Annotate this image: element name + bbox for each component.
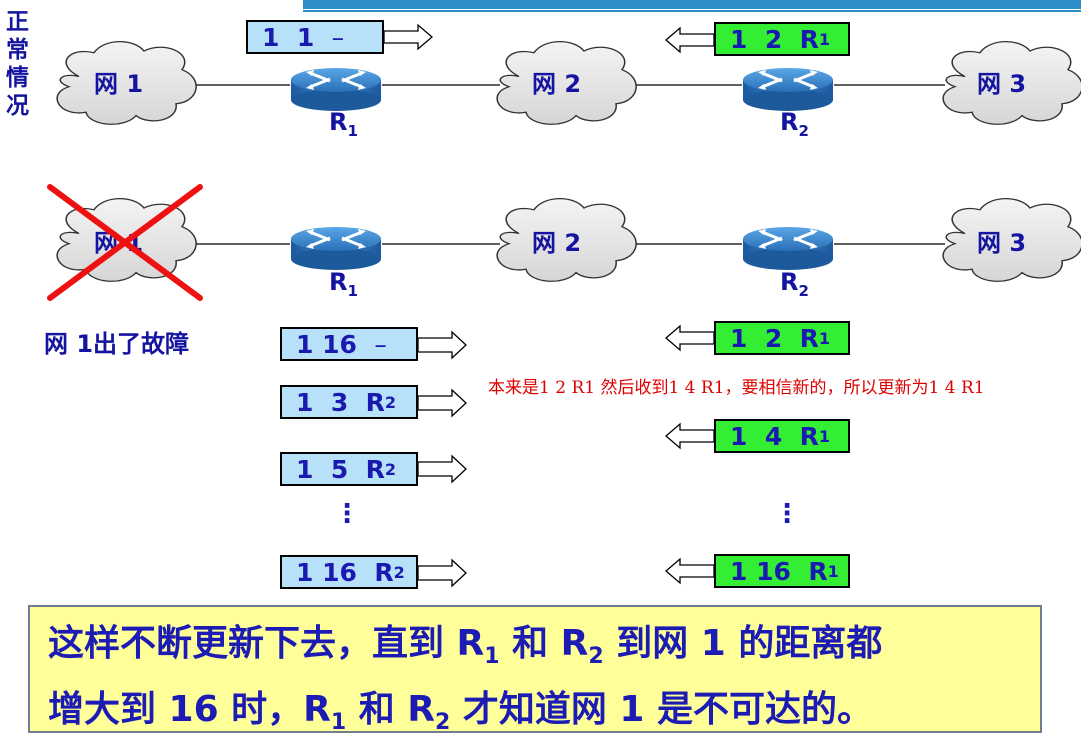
annotation-note: 本来是1 2 R1 然后收到1 4 R1，要相信新的，所以更新为1 4 R1 xyxy=(488,378,985,398)
r2-label-top: R2 xyxy=(780,108,809,140)
route-distance: 2 xyxy=(764,24,783,54)
side-label-normal: 正 常 情 况 xyxy=(6,8,30,120)
arrow-left-icon xyxy=(665,422,715,450)
route-dest: 1 xyxy=(730,421,748,451)
top-accent-bar xyxy=(303,0,1081,9)
route-next-hop-sub: 2 xyxy=(393,562,405,582)
r2-label-bottom: R2 xyxy=(780,268,809,300)
side-label-char: 况 xyxy=(6,93,29,119)
route-distance: 5 xyxy=(330,454,349,484)
arrow-left-icon xyxy=(665,557,715,585)
r1-normal-route-box: 1 1 – xyxy=(246,20,384,54)
route-next-hop: R xyxy=(365,454,385,484)
conclusion-line-1: 这样不断更新下去，直到 R1 和 R2 到网 1 的距离都 xyxy=(48,623,883,669)
route-next-hop-sub: 2 xyxy=(384,392,397,412)
side-label-char: 情 xyxy=(6,65,29,91)
router-r2-top xyxy=(741,66,835,113)
arrow-left-icon xyxy=(665,26,715,54)
route-next-hop: R xyxy=(799,323,819,353)
route-distance: 4 xyxy=(764,421,783,451)
router-r1-top xyxy=(289,66,383,113)
top-accent-line xyxy=(303,10,1081,12)
route-next-hop: – xyxy=(374,329,387,359)
conclusion-line-2: 增大到 16 时，R1 和 R2 才知道网 1 是不可达的。 xyxy=(48,689,873,735)
arrow-left-icon xyxy=(665,324,715,352)
route-next-hop-sub: 1 xyxy=(818,426,831,446)
route-dest: 1 xyxy=(262,22,280,52)
router-r1-bottom xyxy=(289,225,383,272)
r1-update-box: 1 16 – xyxy=(280,327,418,361)
net3-label-bottom: 网 3 xyxy=(977,229,1026,257)
arrow-right-icon xyxy=(417,388,467,418)
conclusion-box: 这样不断更新下去，直到 R1 和 R2 到网 1 的距离都 增大到 16 时，R… xyxy=(28,605,1042,735)
net2-label-bottom: 网 2 xyxy=(532,229,581,257)
route-dest: 1 xyxy=(296,557,314,587)
net3-label-top: 网 3 xyxy=(977,70,1026,98)
route-next-hop: R xyxy=(365,387,385,417)
route-next-hop: – xyxy=(331,22,345,52)
route-next-hop: R xyxy=(799,24,819,54)
router-r2-bottom xyxy=(741,225,835,272)
route-distance: 1 xyxy=(296,22,315,52)
route-dest: 1 xyxy=(296,329,314,359)
route-next-hop: R xyxy=(799,421,819,451)
route-next-hop-sub: 1 xyxy=(818,29,831,49)
fault-label: 网 1出了故障 xyxy=(44,330,190,358)
arrow-right-icon xyxy=(417,330,467,360)
net1-label-top: 网 1 xyxy=(94,70,143,98)
route-next-hop-sub: 1 xyxy=(827,561,839,581)
side-label-char: 正 xyxy=(6,9,29,35)
arrow-right-icon xyxy=(417,558,467,588)
route-next-hop: R xyxy=(808,556,828,586)
route-dest: 1 xyxy=(730,323,748,353)
arrow-right-icon xyxy=(417,454,467,484)
ellipsis-r2: ⋮ xyxy=(774,499,800,529)
route-distance: 3 xyxy=(330,387,349,417)
r1-label-bottom: R1 xyxy=(329,268,358,300)
route-next-hop-sub: 1 xyxy=(818,328,831,348)
route-distance: 2 xyxy=(764,323,783,353)
r1-label-top: R1 xyxy=(329,108,358,140)
route-distance: 16 xyxy=(756,556,791,586)
side-label-char: 常 xyxy=(6,37,29,63)
fault-cross-icon xyxy=(47,184,203,301)
bottom-row xyxy=(56,197,1081,283)
route-distance: 16 xyxy=(322,557,357,587)
route-dest: 1 xyxy=(730,556,748,586)
route-distance: 16 xyxy=(322,329,357,359)
route-dest: 1 xyxy=(296,454,314,484)
ellipsis-r1: ⋮ xyxy=(334,499,360,529)
net2-label-top: 网 2 xyxy=(532,70,581,98)
arrow-right-icon xyxy=(383,23,433,51)
route-dest: 1 xyxy=(730,24,748,54)
route-next-hop: R xyxy=(374,557,394,587)
network-diagram: 网 1 网 2 网 3 网 1 网 2 网 3 R1 R2 R1 R2 xyxy=(47,23,1081,588)
route-dest: 1 xyxy=(296,387,314,417)
top-row xyxy=(56,40,1081,126)
route-next-hop-sub: 2 xyxy=(384,459,397,479)
